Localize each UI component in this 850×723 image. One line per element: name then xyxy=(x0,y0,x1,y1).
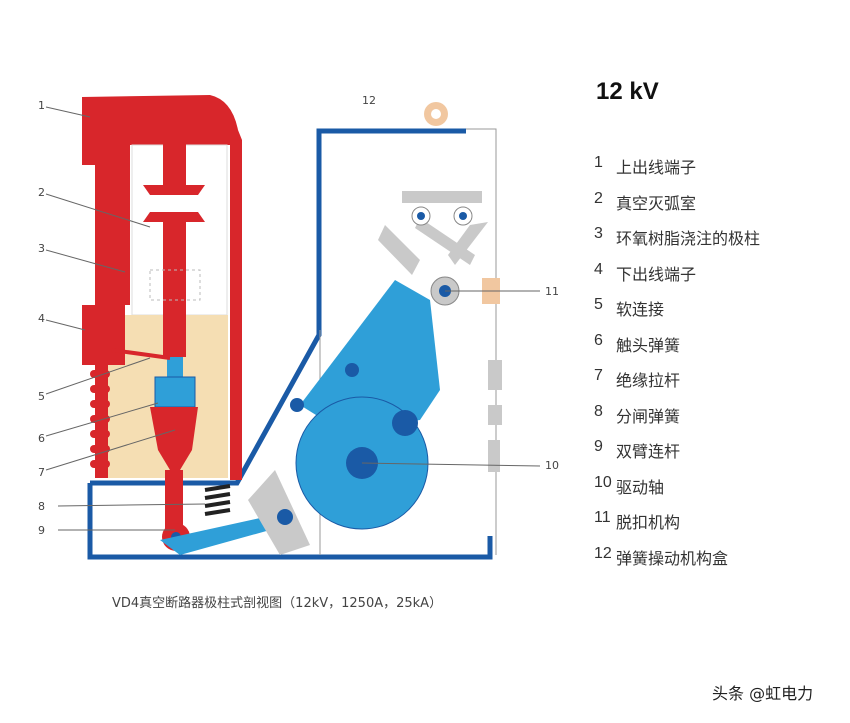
leader-lines xyxy=(45,106,541,531)
watermark: 头条 @虹电力 xyxy=(712,684,814,703)
pole-assembly xyxy=(82,95,242,551)
figure-caption: VD4真空断路器极柱式剖视图（12kV，1250A，25kA） xyxy=(112,596,443,611)
legend-num: 12 xyxy=(594,544,612,562)
legend-label: 下出线端子 xyxy=(616,264,697,284)
legend-item: 5 软连接 xyxy=(594,296,760,332)
operating-mechanism xyxy=(160,102,500,555)
mechanism-housing-frame xyxy=(87,128,502,560)
legend-num: 4 xyxy=(594,260,603,278)
legend-num: 1 xyxy=(594,154,603,171)
legend-item: 6 触头弹簧 xyxy=(594,332,760,368)
legend-item: 8 分闸弹簧 xyxy=(594,403,760,439)
legend-label: 软连接 xyxy=(616,300,665,319)
legend-num: 6 xyxy=(594,331,603,349)
callout-10: 10 xyxy=(545,459,559,472)
legend-num: 11 xyxy=(594,509,611,526)
callout-5: 5 xyxy=(38,390,45,403)
parts-legend: 1 上出线端子 2 真空灭弧室 3 环氧树脂浇注的极柱 4 下出线端子 5 软连接 6 触头… xyxy=(594,154,760,580)
legend-num: 9 xyxy=(594,438,603,455)
legend-item: 4 下出线端子 xyxy=(594,261,760,297)
callout-11: 11 xyxy=(545,285,559,298)
voltage-title: 12 kV xyxy=(596,78,659,105)
legend-num: 10 xyxy=(594,473,612,491)
legend-label: 弹簧操动机构盒 xyxy=(616,548,729,568)
callout-12: 12 xyxy=(362,94,376,107)
callout-4: 4 xyxy=(38,312,45,325)
legend-item: 3 环氧树脂浇注的极柱 xyxy=(594,225,760,261)
callout-7: 7 xyxy=(38,466,45,479)
legend-label: 驱动轴 xyxy=(616,477,665,497)
legend-item: 9 双臂连杆 xyxy=(594,438,760,474)
legend-item: 11 脱扣机构 xyxy=(594,509,760,545)
legend-label: 环氧树脂浇注的极柱 xyxy=(616,229,761,248)
legend-num: 5 xyxy=(594,296,603,313)
legend-num: 7 xyxy=(594,367,603,384)
legend-label: 分闸弹簧 xyxy=(616,406,681,426)
callout-1: 1 xyxy=(38,99,45,112)
legend-label: 上出线端子 xyxy=(616,158,697,177)
legend-label: 触头弹簧 xyxy=(616,335,681,355)
legend-label: 绝缘拉杆 xyxy=(616,371,681,390)
legend-label: 脱扣机构 xyxy=(616,513,681,532)
legend-num: 2 xyxy=(594,189,603,207)
legend-item: 1 上出线端子 xyxy=(594,154,760,190)
legend-label: 双臂连杆 xyxy=(616,442,681,461)
legend-item: 7 绝缘拉杆 xyxy=(594,367,760,403)
legend-num: 3 xyxy=(594,225,603,242)
callout-2: 2 xyxy=(38,186,45,199)
callout-9: 9 xyxy=(38,524,45,537)
legend-item: 2 真空灭弧室 xyxy=(594,190,760,226)
callout-8: 8 xyxy=(38,500,45,513)
legend-num: 8 xyxy=(594,402,603,420)
callout-6: 6 xyxy=(38,432,45,445)
legend-label: 真空灭弧室 xyxy=(616,193,697,213)
callout-3: 3 xyxy=(38,242,45,255)
